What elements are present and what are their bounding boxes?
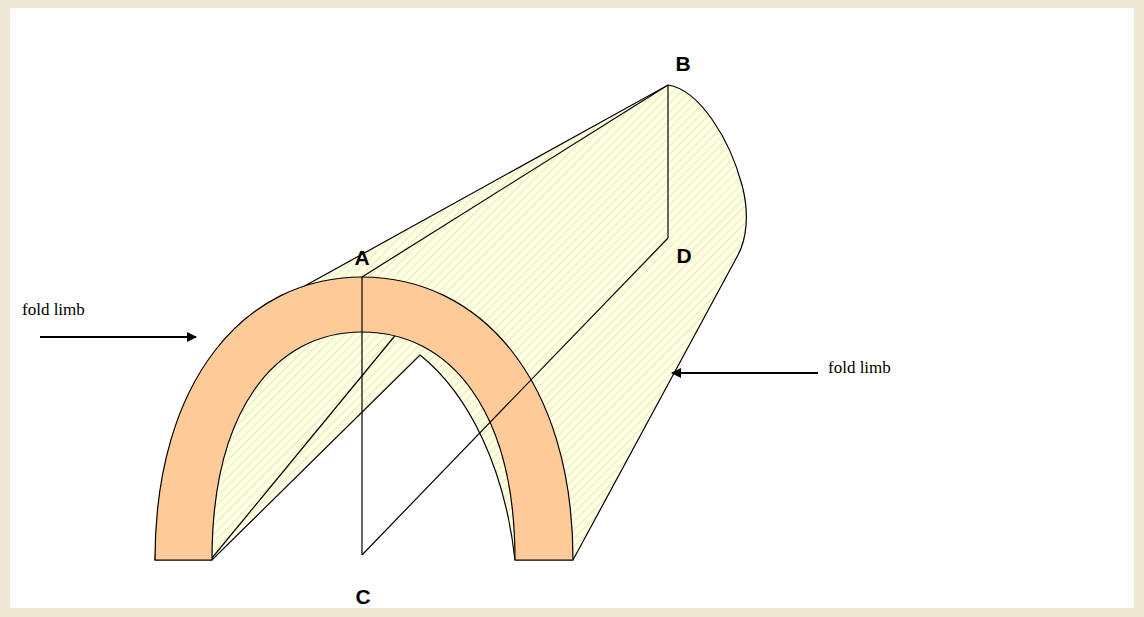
hinge-line [362, 85, 668, 277]
fold-section [155, 277, 573, 560]
point-label: D [676, 244, 691, 268]
fold-limb-label: fold limb [828, 358, 891, 378]
fold-surface [155, 85, 746, 560]
axial-line [361, 277, 362, 555]
axial-line [667, 85, 668, 238]
panel [10, 8, 1134, 608]
point-label: C [355, 585, 370, 609]
point-label: B [675, 52, 690, 76]
pointer-arrow [40, 336, 196, 338]
point-label: A [354, 246, 369, 270]
pointer-arrow [672, 372, 818, 374]
fold-limb-label: fold limb [22, 300, 85, 320]
axial-line [362, 238, 668, 555]
